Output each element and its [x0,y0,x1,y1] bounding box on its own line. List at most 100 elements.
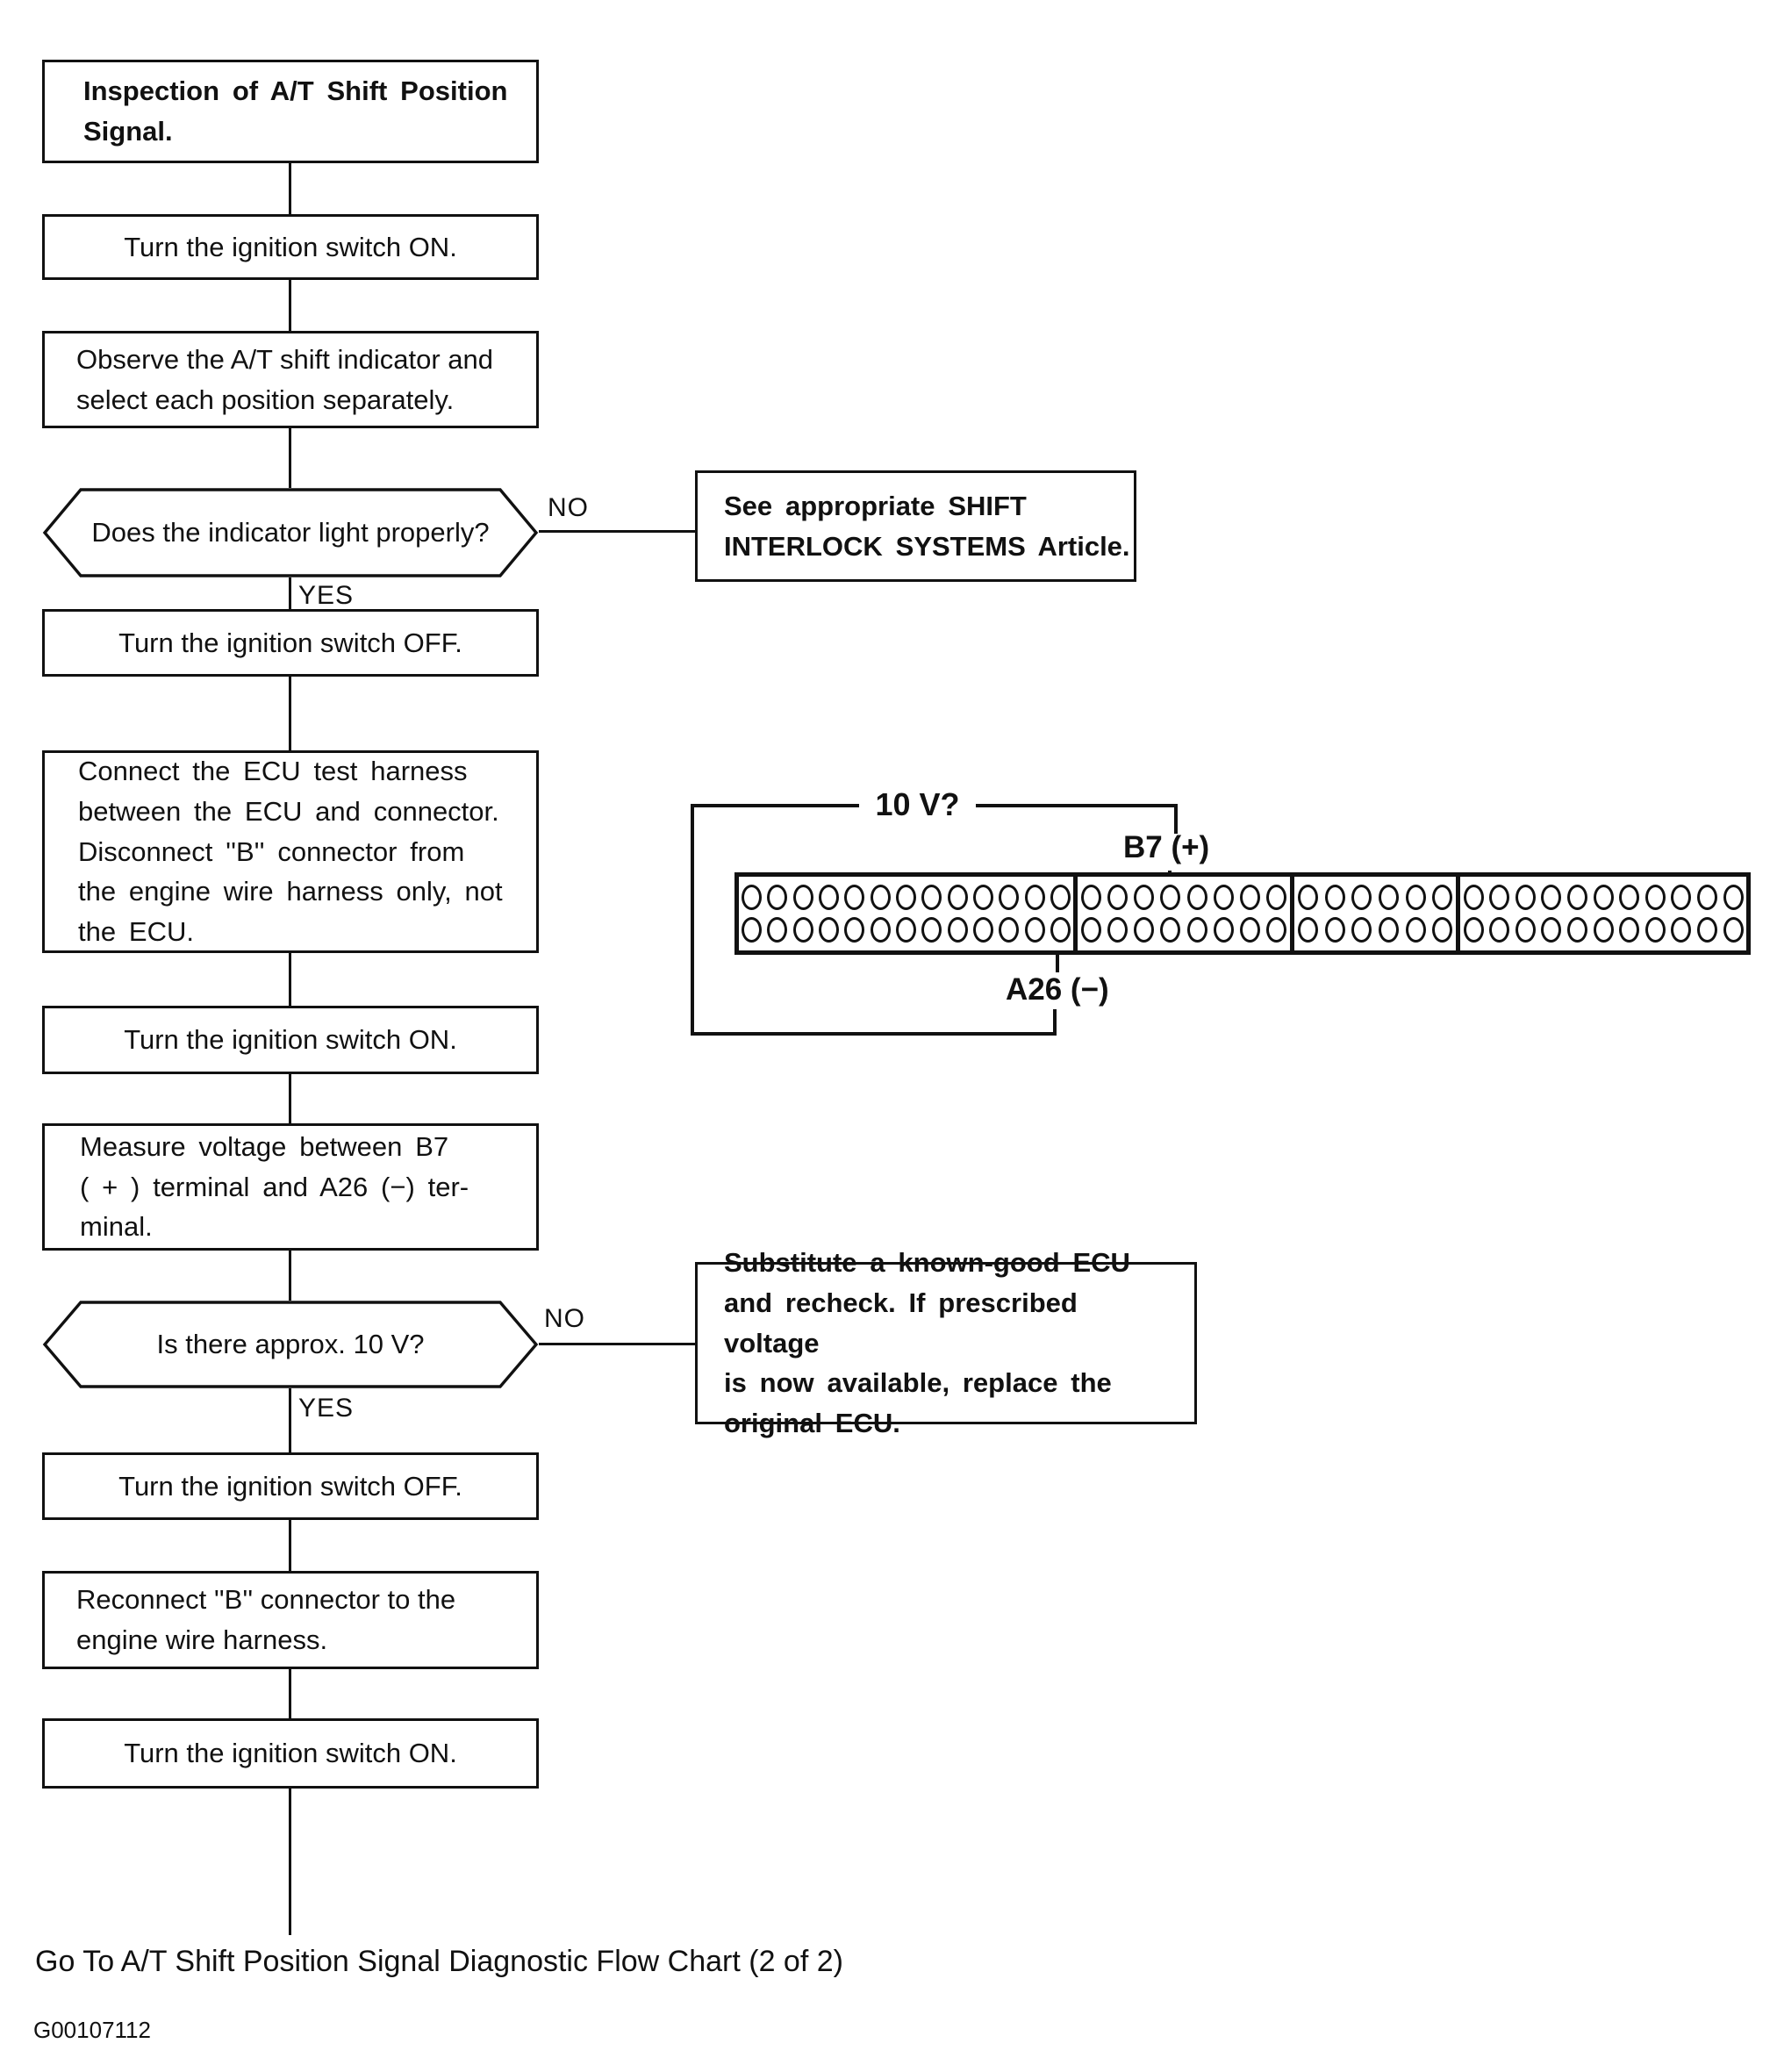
connector-pin [1107,917,1128,943]
connector-pin-row [739,884,1073,910]
flow-line [289,577,291,609]
node-measure-voltage: Measure voltage between B7 ( + ) termina… [42,1123,539,1251]
connector-segment-4 [1456,877,1746,950]
decision-hexagon-shape [42,1301,539,1388]
connector-pin [1324,917,1345,943]
connector-pin [1644,884,1666,910]
connector-pin [1134,884,1155,910]
connector-pin [1489,884,1510,910]
voltage-bracket-line [976,804,1178,807]
node-ignition-on-1-text: Turn the ignition switch ON. [124,231,457,262]
node-title-text: Inspection of A/T Shift Position Signal. [83,75,508,147]
connector-pin-row [739,917,1073,943]
connector-pin [870,917,891,943]
connector-pin [1541,884,1562,910]
connector-pin [1379,884,1399,910]
node-ignition-off-1: Turn the ignition switch OFF. [42,609,539,677]
flow-line [289,953,291,1006]
connector-pin [1134,917,1155,943]
label-10v: 10 V? [875,786,960,822]
node-observe-indicator: Observe the A/T shift indicator and sele… [42,331,539,428]
connector-pin [1024,884,1045,910]
no-branch-line-1 [539,530,695,533]
b7-pin [1160,884,1181,910]
node-measure-voltage-text: Measure voltage between B7 ( + ) termina… [80,1130,469,1243]
figure-id: G00107112 [33,2017,151,2043]
decision-indicator-light-text: Does the indicator light properly? [91,517,490,548]
a26-pin [1050,917,1071,943]
connector-pin [1351,917,1372,943]
label-no-2: NO [544,1304,585,1333]
connector-pin [921,884,942,910]
connector-segment-2 [1073,877,1290,950]
flow-line [289,1669,291,1718]
connector-pin [1266,917,1287,943]
connector-pin [1696,917,1717,943]
connector-pin [1240,917,1261,943]
connector-pin [1405,917,1426,943]
connector-pin [1593,917,1614,943]
flow-line [289,1251,291,1301]
label-b7: B7 (+) [1123,830,1210,864]
flow-line-tail [289,1789,291,1935]
label-yes-1: YES [298,581,355,610]
node-connect-harness: Connect the ECU test harness between the… [42,750,539,953]
connector-pin [1351,884,1372,910]
decision-approx-10v: Is there approx. 10 V? [42,1301,539,1388]
connector-pin [1379,917,1399,943]
connector-segment-1 [739,877,1073,950]
connector-pin [896,917,917,943]
node-see-interlock-text: See appropriate SHIFT INTERLOCK SYSTEMS … [724,490,1130,562]
connector-pin [972,884,993,910]
connector-pin [844,884,865,910]
connector-pin [1266,884,1287,910]
connector-pin [1432,917,1453,943]
connector-pin [999,884,1020,910]
node-substitute-ecu-text: Substitute a known-good ECU and recheck.… [724,1246,1130,1439]
connector-pin [819,917,840,943]
connector-pin [742,917,763,943]
voltage-bracket-line [691,804,694,1036]
connector-pin [947,917,968,943]
node-title: Inspection of A/T Shift Position Signal. [42,60,539,163]
connector-pin-row [1460,917,1746,943]
ecu-connector-diagram [734,872,1751,955]
connector-pin [1024,917,1045,943]
connector-pin [1696,884,1717,910]
node-ignition-off-2-text: Turn the ignition switch OFF. [118,1470,462,1502]
flow-line [289,1388,291,1452]
connector-pin [844,917,865,943]
connector-pin [1107,884,1128,910]
figure-caption: Go To A/T Shift Position Signal Diagnost… [35,1945,843,1978]
no-branch-line-2 [539,1343,695,1345]
connector-pin [1671,884,1692,910]
connector-pin [1240,884,1261,910]
connector-pin [767,917,788,943]
label-a26: A26 (−) [1006,972,1109,1007]
connector-pin [1515,884,1536,910]
connector-pin [1050,884,1071,910]
connector-pin [792,917,813,943]
voltage-bracket-line [691,804,859,807]
node-ignition-on-2-text: Turn the ignition switch ON. [124,1024,457,1056]
connector-pin [1186,884,1207,910]
node-ignition-on-1: Turn the ignition switch ON. [42,214,539,280]
connector-pin [1619,917,1640,943]
connector-pin [1723,917,1744,943]
node-reconnect-b: Reconnect ''B'' connector to the engine … [42,1571,539,1669]
a26-pointer-line [1056,937,1059,972]
connector-pin [792,884,813,910]
connector-pin [1463,917,1484,943]
connector-pin [1567,884,1588,910]
connector-pin [1297,884,1318,910]
connector-pin [1671,917,1692,943]
connector-pin [1186,917,1207,943]
label-yes-2: YES [298,1394,355,1423]
flow-line [289,163,291,214]
connector-pin-row [1294,884,1456,910]
connector-pin [1213,884,1234,910]
connector-pin [742,884,763,910]
node-ignition-off-1-text: Turn the ignition switch OFF. [118,627,462,658]
connector-pin [1405,884,1426,910]
